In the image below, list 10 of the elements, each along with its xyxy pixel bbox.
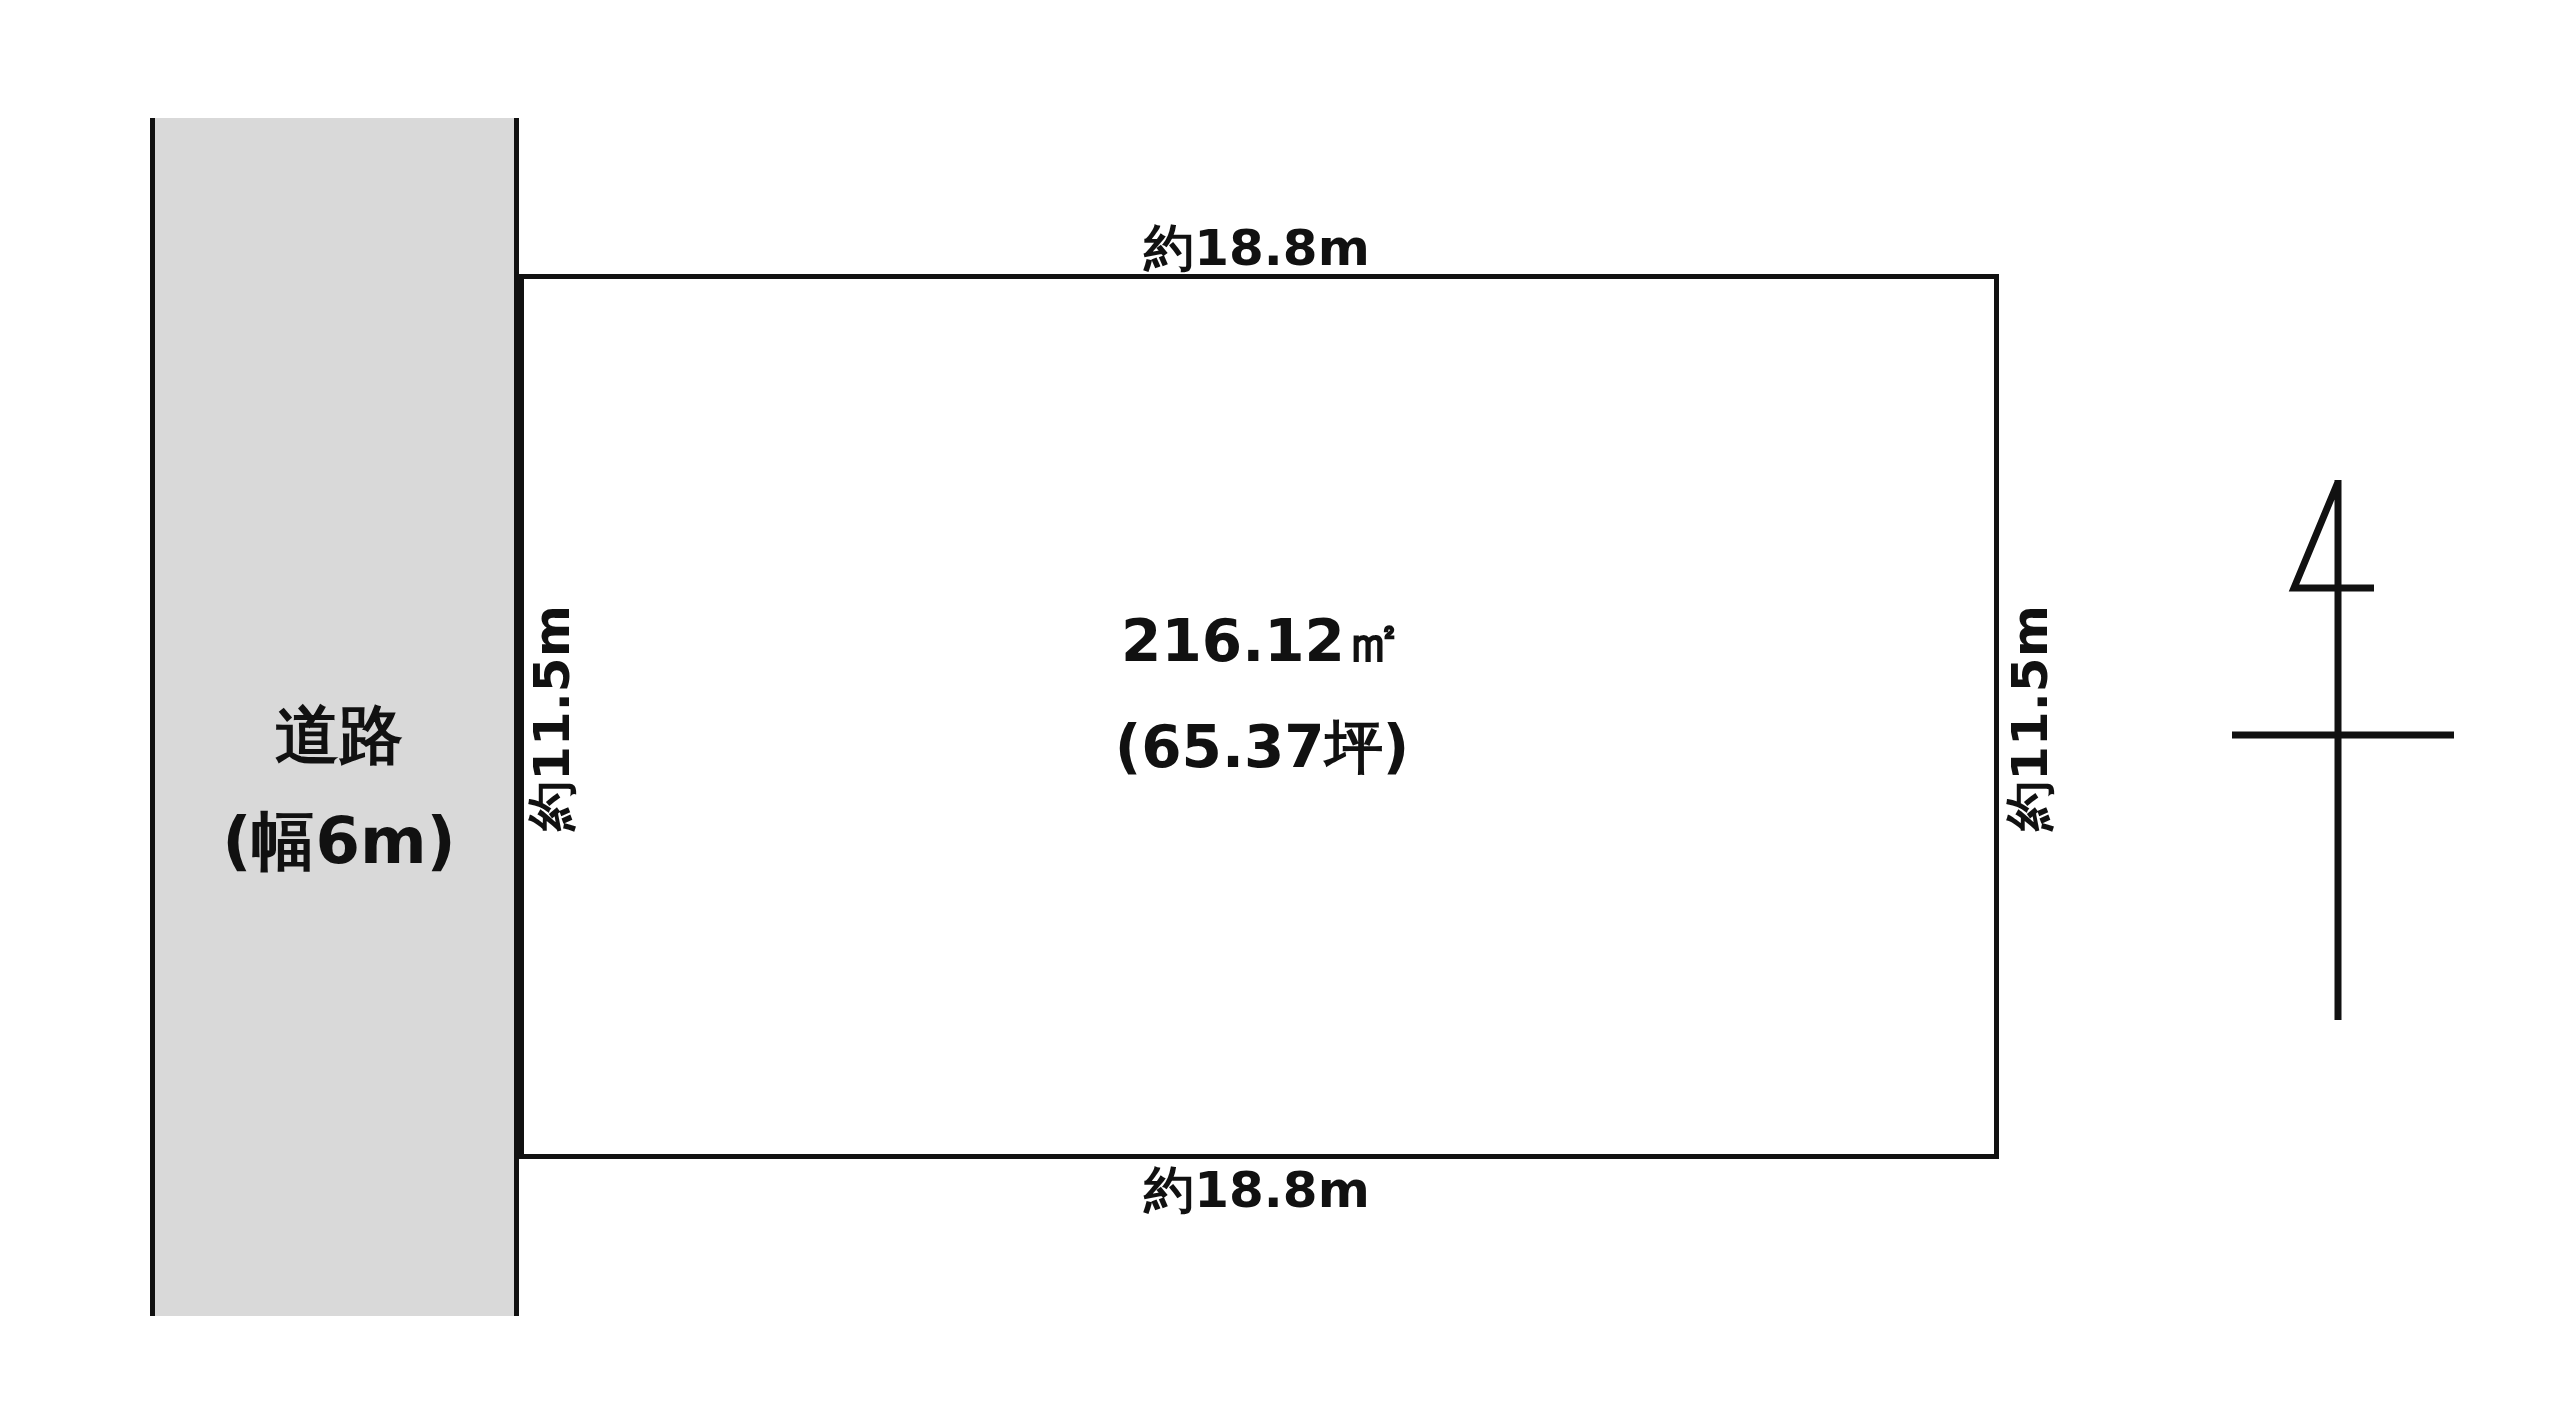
road-width: (幅6m)	[222, 802, 456, 880]
depth-dimension: 約11.5m	[521, 605, 582, 831]
lot-area: 216.12㎡	[1121, 603, 1403, 681]
width-dimension: 約18.8m	[1144, 1159, 1370, 1221]
width-dimension: 約18.8m	[1144, 217, 1370, 279]
road-name: 道路	[275, 696, 403, 774]
road-band	[150, 118, 519, 1316]
depth-dimension: 約11.5m	[1999, 605, 2060, 831]
lot-outline	[519, 274, 1999, 1159]
lot-area-tsubo: (65.37坪)	[1114, 712, 1410, 783]
